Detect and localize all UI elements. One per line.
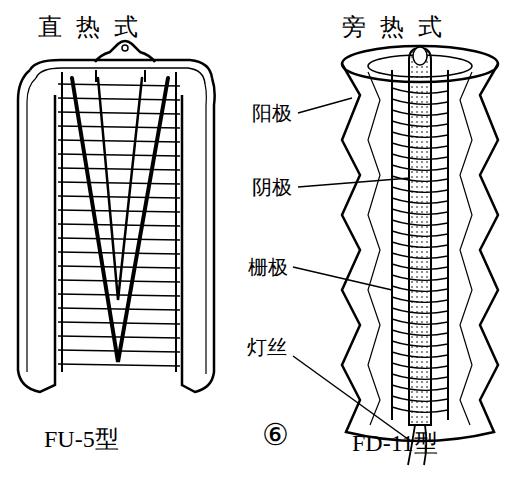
fd11-tube [342, 46, 498, 441]
leader-lines [293, 98, 412, 442]
cathode-sleeve [409, 47, 431, 425]
filament-v [72, 78, 168, 362]
grid-wires [58, 84, 180, 366]
model-label: FU-5型 [44, 426, 119, 452]
model-label: FD-11型 [352, 430, 438, 456]
part-label: 阳极 [252, 102, 292, 124]
heading: 旁热式 [342, 14, 456, 40]
figure-number: ⑥ [262, 418, 289, 451]
heading: 直热式 [38, 14, 152, 40]
fu5-tube [18, 41, 215, 392]
part-label: 灯丝 [247, 336, 287, 358]
part-label: 栅极 [248, 256, 288, 278]
part-label: 阴极 [252, 176, 292, 198]
